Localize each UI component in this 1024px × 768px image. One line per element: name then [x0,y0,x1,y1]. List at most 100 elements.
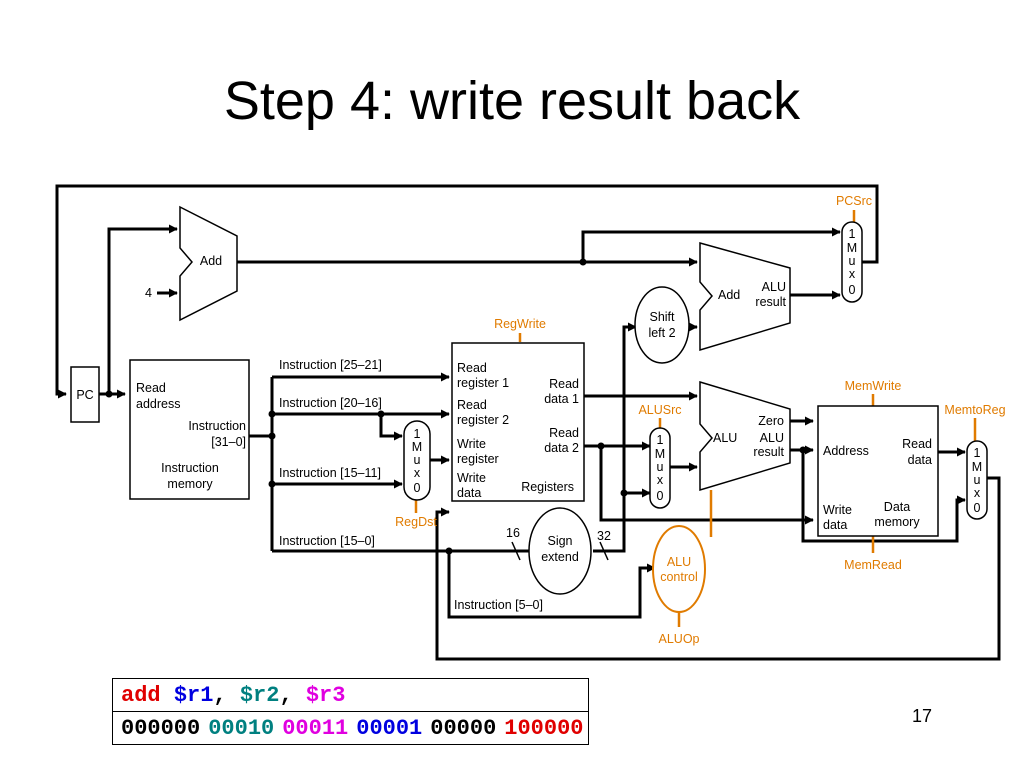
svg-text:0: 0 [849,283,856,297]
alusrc-mux: 1 M u x 0 [649,427,671,509]
alu-control: ALU control [652,525,706,613]
svg-text:M: M [655,447,665,461]
svg-text:Add: Add [718,288,740,302]
svg-text:1: 1 [849,227,856,241]
asm-token: $r1 [173,682,214,708]
svg-text:M: M [412,440,422,454]
svg-text:Sign: Sign [547,534,572,548]
im-name-1: Instruction [161,461,219,475]
svg-text:Read: Read [457,361,487,375]
regwrite-label: RegWrite [494,317,546,331]
memtoreg-mux: 1 M u x 0 [966,440,988,520]
im-instruction-label: Instruction [188,419,246,433]
encoding-field: 00000 [426,711,501,745]
asm-token: , [213,682,240,708]
pc-adder: Add [179,205,238,322]
svg-text:u: u [974,473,981,487]
register-file: Read register 1 Read register 2 Write re… [451,342,585,502]
zero-label: Zero [758,414,784,428]
svg-text:1: 1 [414,427,421,441]
svg-text:0: 0 [414,481,421,495]
pcsrc-mux: 1 M u x 0 [841,221,863,303]
encoding-field: 000000 [112,711,205,745]
encoding-field: 00011 [278,711,353,745]
im-name-2: memory [167,477,213,491]
pc-adder-label: Add [200,254,222,268]
svg-text:x: x [414,466,421,480]
encoding-field: 00010 [204,711,279,745]
page-number: 17 [912,706,933,726]
svg-text:data 2: data 2 [544,441,579,455]
alu: ALU Zero ALU result [699,380,791,492]
svg-text:register 1: register 1 [457,376,509,390]
svg-text:u: u [657,460,664,474]
svg-text:control: control [660,570,698,584]
memwrite-label: MemWrite [845,379,902,393]
wires [55,184,1001,661]
svg-text:Data: Data [884,500,910,514]
shift-left-2: Shift left 2 [634,286,690,364]
svg-text:Shift: Shift [649,310,675,324]
bits-16-label: 16 [506,526,520,540]
svg-text:u: u [849,254,856,268]
instr-15-0-label: Instruction [15–0] [279,534,375,548]
svg-text:M: M [847,241,857,255]
constant-four: 4 [145,286,152,300]
svg-text:ALU: ALU [667,555,691,569]
dm-address-label: Address [823,444,869,458]
instr-5-0-label: Instruction [5–0] [454,598,543,612]
svg-text:data: data [908,453,932,467]
asm-token [161,683,174,708]
svg-text:register 2: register 2 [457,413,509,427]
alusrc-label: ALUSrc [638,403,681,417]
svg-text:x: x [974,486,981,500]
slide-title: Step 4: write result back [223,71,801,131]
encoding-field: 100000 [500,711,589,745]
memread-label: MemRead [844,558,902,572]
branch-adder: Add ALU result [699,242,791,352]
instr-15-11-label: Instruction [15–11] [279,466,381,480]
junction-dots [105,258,807,555]
data-memory: Address Read data Write data Data memory [817,405,939,537]
svg-text:x: x [849,267,856,281]
control-wires [414,210,977,627]
pc-label: PC [76,388,93,402]
pc-register: PC [70,366,100,423]
svg-text:result: result [755,295,786,309]
svg-text:u: u [414,453,421,467]
svg-text:ALU: ALU [762,280,786,294]
svg-text:left 2: left 2 [648,326,675,340]
assembly-row: add $r1, $r2, $r3 [112,678,589,712]
svg-text:M: M [972,460,982,474]
svg-text:Read: Read [457,398,487,412]
memtoreg-label: MemtoReg [944,403,1005,417]
svg-text:1: 1 [657,433,664,447]
im-instruction-bits: [31–0] [211,435,246,449]
regdst-mux: 1 M u x 0 [403,420,431,501]
sign-extend: Sign extend [528,507,592,595]
encoding-field: 00001 [352,711,427,745]
asm-token: , [279,682,306,708]
svg-text:ALU: ALU [713,431,737,445]
assembly-cell: add $r1, $r2, $r3 [112,678,589,712]
asm-token: $r2 [239,682,280,708]
svg-text:memory: memory [874,515,920,529]
svg-text:Read: Read [549,426,579,440]
svg-text:0: 0 [974,501,981,515]
svg-text:data: data [457,486,481,500]
svg-text:extend: extend [541,550,579,564]
asm-token: add [121,682,161,708]
svg-text:data 1: data 1 [544,392,579,406]
im-address-label: address [136,397,180,411]
im-read-label: Read [136,381,166,395]
asm-token: $r3 [305,682,346,708]
bits-32-label: 32 [597,529,611,543]
svg-text:Write: Write [823,503,852,517]
svg-text:x: x [657,473,664,487]
aluop-label: ALUOp [659,632,700,646]
svg-text:data: data [823,518,847,532]
svg-text:Read: Read [902,437,932,451]
